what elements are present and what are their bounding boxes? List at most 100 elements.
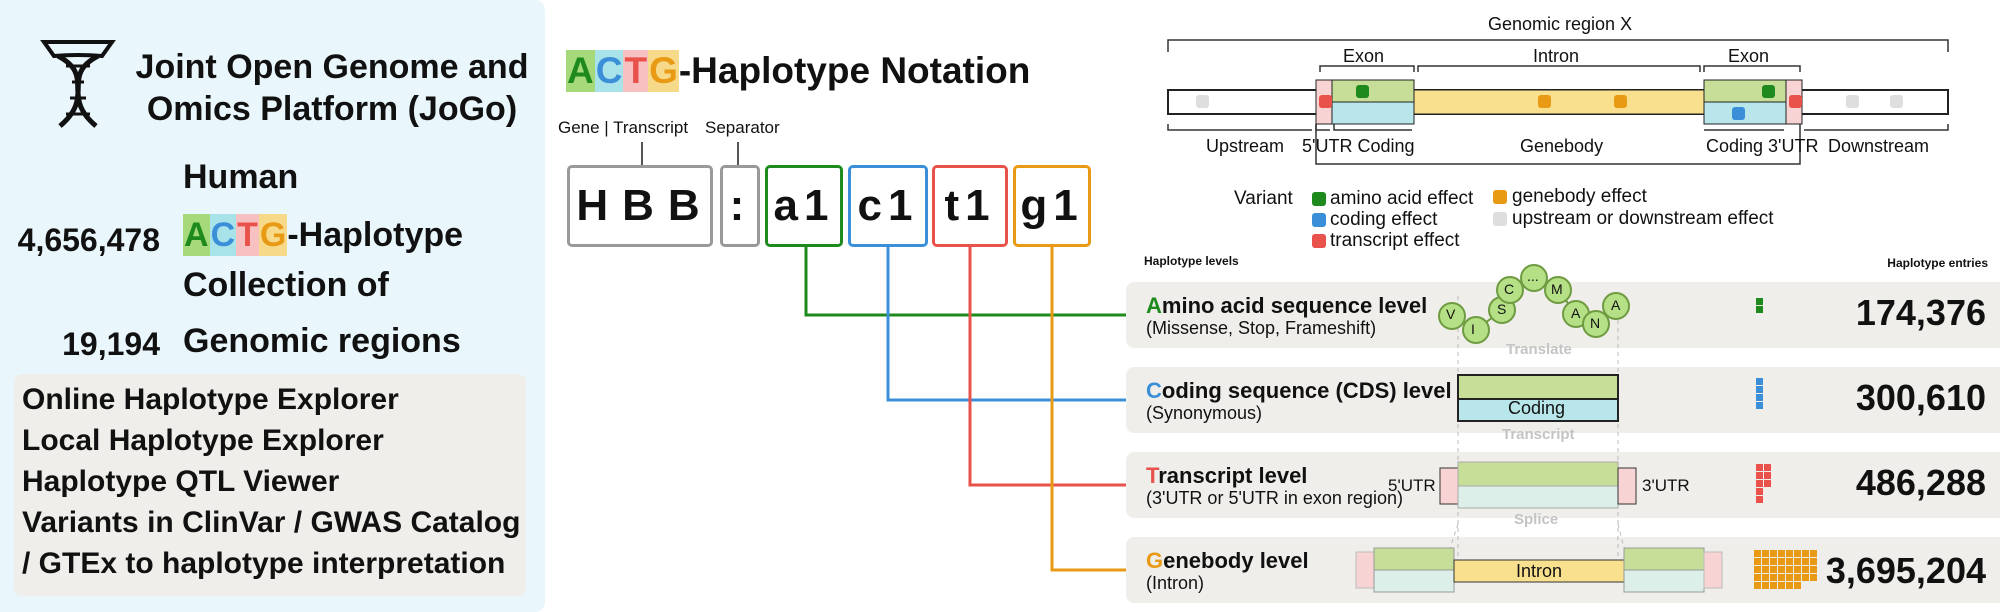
downstream-label: Downstream <box>1828 136 1930 156</box>
genebody-glyph <box>1770 582 1777 589</box>
exon-bracket-left <box>1319 65 1415 72</box>
genebody-glyph <box>1778 574 1785 581</box>
upstream-label: Upstream <box>1206 136 1285 156</box>
genebody-glyph <box>1754 566 1761 573</box>
genebody-glyph <box>1762 558 1769 565</box>
genebody-glyph <box>1778 558 1785 565</box>
level-sub-coding: (Synonymous) <box>1146 403 1263 423</box>
tools-box <box>14 374 526 596</box>
tool-local-explorer[interactable]: Local Haplotype Explorer <box>22 424 384 457</box>
region-bracket <box>1167 39 1949 52</box>
levels-header-right: Haplotype entries <box>1887 256 1988 270</box>
gene-transcript-label: Gene | Transcript <box>558 118 689 137</box>
peptide-letter-1: V <box>1446 306 1456 322</box>
tool-qtl-viewer[interactable]: Haplotype QTL Viewer <box>22 465 340 498</box>
genebody-label: Genebody <box>1520 136 1604 156</box>
gene-box: HBB <box>567 165 713 247</box>
genebody-glyph <box>1754 574 1761 581</box>
connector-coding <box>886 247 1126 402</box>
peptide-letter-8: N <box>1590 315 1601 331</box>
intron-label: Intron <box>1533 46 1580 66</box>
platform-title-line2: Omics Platform (JoGo) <box>146 90 518 128</box>
tool-online-explorer[interactable]: Online Haplotype Explorer <box>22 383 399 416</box>
legend-dot-genebody <box>1493 190 1507 204</box>
human-label: Human <box>183 158 299 196</box>
genebody-glyph <box>1762 550 1769 557</box>
level-sub-genebody: (Intron) <box>1146 573 1205 593</box>
translate-label: Translate <box>1506 341 1572 358</box>
notation-title-suffix: -Haplotype Notation <box>678 50 1031 91</box>
level-rest-t: ranscript level <box>1158 463 1308 488</box>
notation-letter-t: T <box>623 50 649 92</box>
region-title: Genomic region X <box>1488 14 1633 34</box>
genomic-regions-label: Genomic regions <box>183 322 461 360</box>
connector-genebody <box>1050 247 1126 572</box>
code-box-transcript: t1 <box>932 165 1008 247</box>
level-title-amino-acid: Amino acid sequence level <box>1146 293 1427 319</box>
genebody-glyph <box>1754 558 1761 565</box>
code-box-amino-acid: a1 <box>765 165 843 247</box>
genebody-glyph <box>1786 574 1793 581</box>
coding-label: Coding <box>1508 398 1566 418</box>
genebody-glyph <box>1794 558 1801 565</box>
genebody-glyph <box>1794 582 1801 589</box>
genebody-glyph <box>1754 582 1761 589</box>
peptide-letter-2: I <box>1471 321 1475 337</box>
genebody-glyph <box>1810 566 1817 573</box>
genebody-glyph <box>1762 574 1769 581</box>
peptide-letter-5: ... <box>1527 268 1539 284</box>
notation-letter-a: A <box>566 50 595 92</box>
legend-title: Variant <box>1234 188 1293 209</box>
connector-amino-acid <box>804 247 1126 317</box>
legend-dot-updown <box>1493 212 1507 226</box>
genebody-glyph <box>1802 550 1809 557</box>
exon-label-left: Exon <box>1343 46 1385 66</box>
intron-box-label: Intron <box>1516 561 1563 581</box>
entries-transcript: 486,288 <box>1855 462 1986 503</box>
separator-label: Separator <box>705 118 780 137</box>
utr5-coding-label: 5'UTR Coding <box>1302 136 1415 156</box>
genebody-glyph <box>1794 550 1801 557</box>
genebody-glyph <box>1786 566 1793 573</box>
exon-bracket-right <box>1703 65 1801 72</box>
peptide-letter-6: M <box>1551 281 1563 297</box>
genebody-glyph <box>1802 566 1809 573</box>
code-box-genebody: g1 <box>1013 165 1091 247</box>
genebody-glyph <box>1794 574 1801 581</box>
level-rest-a: mino acid sequence level <box>1161 293 1428 318</box>
level-rest-c: oding sequence (CDS) level <box>1161 378 1452 403</box>
genebody-glyph <box>1762 582 1769 589</box>
level-title-transcript: Transcript level <box>1146 463 1307 489</box>
legend-coding: coding effect <box>1330 209 1438 230</box>
haplotype-suffix: -Haplotype <box>287 216 464 254</box>
genebody-glyph <box>1770 550 1777 557</box>
tool-variant-interpretation[interactable]: Variants in ClinVar / GWAS Catalog <box>22 506 521 539</box>
exon-label-right: Exon <box>1728 46 1770 66</box>
genebody-glyph <box>1778 566 1785 573</box>
tool-variant-interpretation-cont[interactable]: / GTEx to haplotype interpretation <box>22 547 506 580</box>
genebody-glyph <box>1810 550 1817 557</box>
level-title-coding: Coding sequence (CDS) level <box>1146 378 1452 404</box>
genebody-glyph <box>1754 550 1761 557</box>
level-title-genebody: Genebody level <box>1146 548 1309 574</box>
dna-helix-logo-icon <box>40 40 116 128</box>
entries-genebody: 3,695,204 <box>1825 550 1986 591</box>
genebody-glyph <box>1778 582 1785 589</box>
legend-dot-transcript <box>1312 234 1326 248</box>
entries-coding: 300,610 <box>1855 377 1986 418</box>
genebody-glyph <box>1770 574 1777 581</box>
level-sub-transcript: (3'UTR or 5'UTR in exon region) <box>1146 488 1403 508</box>
genebody-glyph <box>1810 574 1817 581</box>
code-box-coding: c1 <box>848 165 928 247</box>
acgt-letter-c: C <box>209 214 237 256</box>
level-initial-c: C <box>1146 378 1162 403</box>
legend-dot-coding <box>1312 213 1326 227</box>
legend-updown: upstream or downstream effect <box>1512 208 1774 229</box>
notation-letter-c: C <box>594 50 624 92</box>
level-initial-t: T <box>1146 463 1159 488</box>
